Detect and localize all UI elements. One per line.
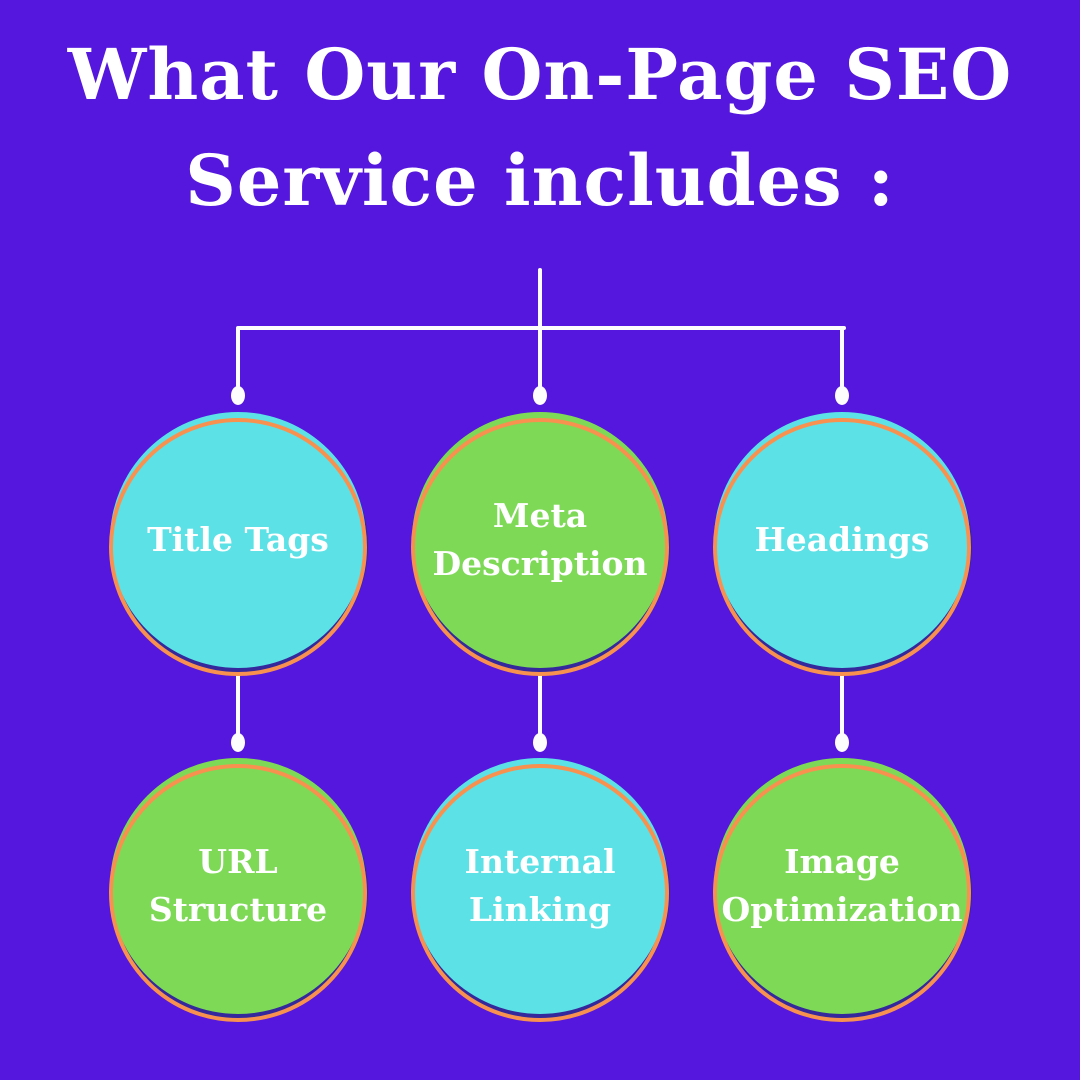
connector-drop-left	[236, 326, 240, 388]
node-title-tags: Title Tags	[109, 412, 368, 676]
node-label: Headings	[754, 520, 930, 560]
connector-dot	[231, 386, 245, 405]
node-circle: Title Tags	[110, 412, 366, 668]
node-internal-linking: Internal Linking	[411, 758, 670, 1022]
node-label: Title Tags	[147, 520, 329, 560]
connector-dot	[835, 386, 849, 405]
connector-dot	[533, 733, 547, 752]
node-circle: Internal Linking	[412, 758, 668, 1014]
connector-stem	[538, 268, 542, 330]
node-circle: Image Optimization	[714, 758, 970, 1014]
node-headings: Headings	[713, 412, 972, 676]
connector-mid-center	[538, 664, 542, 738]
node-url-structure: URL Structure	[109, 758, 368, 1022]
node-label: Image Optimization	[721, 842, 963, 929]
node-label: URL Structure	[148, 842, 328, 929]
connector-drop-center	[538, 326, 542, 388]
connector-dot	[533, 386, 547, 405]
node-meta-description: Meta Description	[411, 412, 670, 676]
page-title: What Our On-Page SEO Service includes :	[0, 22, 1080, 234]
node-circle: Meta Description	[412, 412, 668, 668]
node-circle: Headings	[714, 412, 970, 668]
node-circle: URL Structure	[110, 758, 366, 1014]
connector-dot	[835, 733, 849, 752]
node-label: Meta Description	[432, 496, 648, 583]
connector-mid-right	[840, 664, 844, 738]
connector-dot	[231, 733, 245, 752]
page-title-line-2: Service includes :	[185, 139, 895, 222]
connector-mid-left	[236, 664, 240, 738]
node-image-optimization: Image Optimization	[713, 758, 972, 1022]
page-title-line-1: What Our On-Page SEO	[67, 33, 1013, 116]
node-label: Internal Linking	[464, 842, 616, 929]
connector-drop-right	[840, 326, 844, 388]
